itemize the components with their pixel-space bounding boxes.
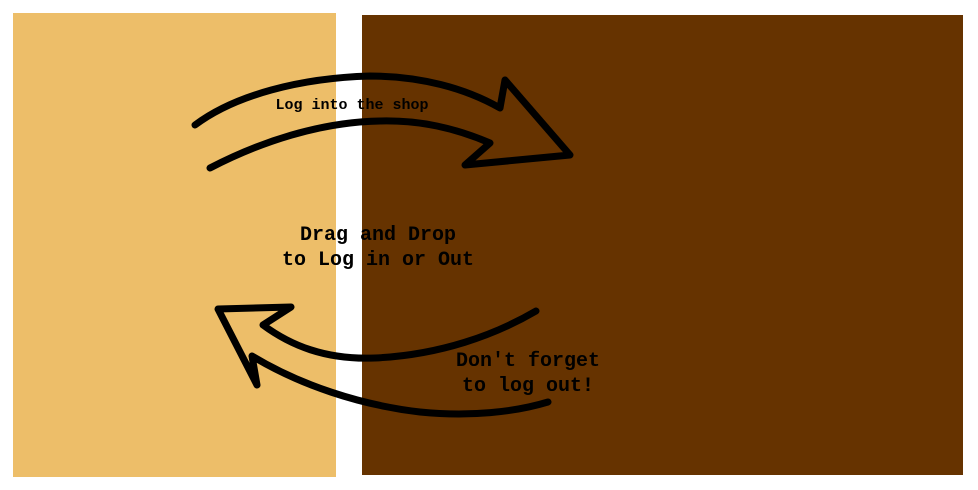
logout-reminder-label: Don't forget to log out! [455,350,601,398]
login-hint-label: Log into the shop [275,97,429,114]
drag-drop-instruction: Drag and Drop to Log in or Out [281,224,475,272]
